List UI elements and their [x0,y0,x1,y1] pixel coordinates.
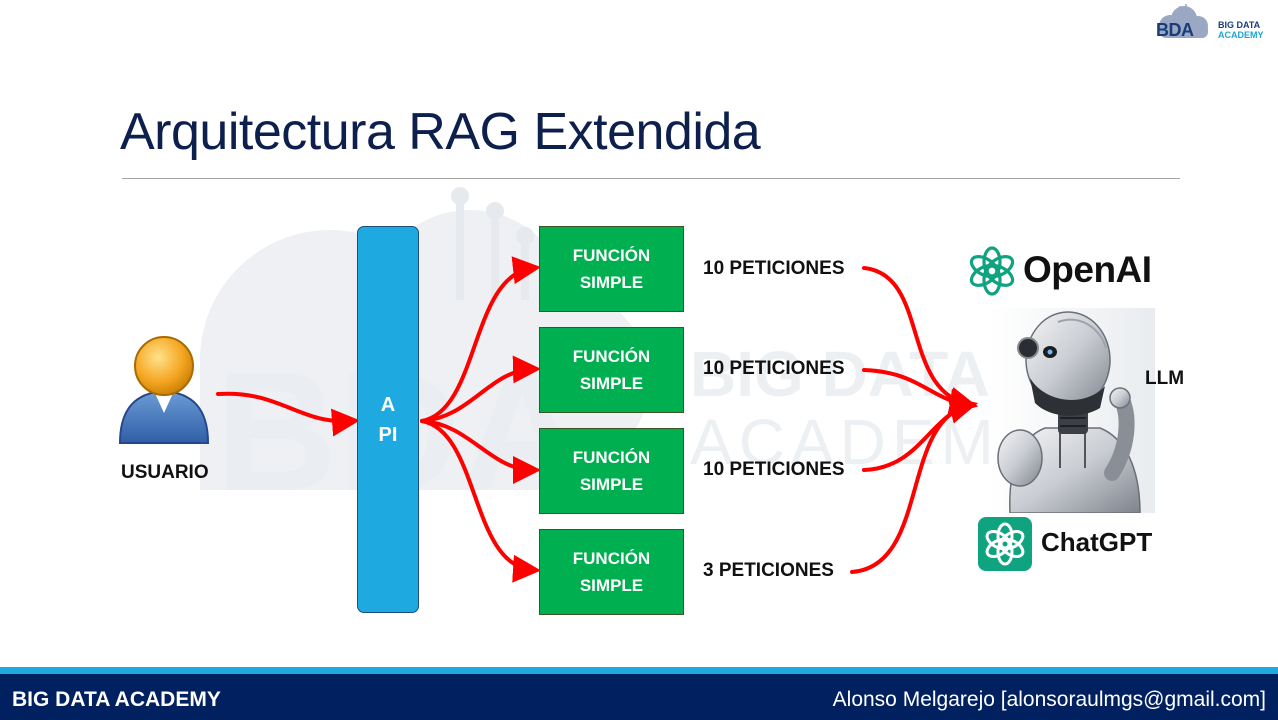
title-divider [122,178,1180,179]
arrow-requests-1-to-llm [862,266,978,415]
cloud-icon [1159,4,1208,38]
function-3-line1: FUNCIÓN [572,448,651,467]
arrow-requests-4-to-llm [850,395,978,574]
arrow-requests-3-to-llm [862,396,978,472]
page-title: Arquitectura RAG Extendida [120,103,761,161]
footer-brand: BIG DATA ACADEMY [12,688,221,711]
function-box-3: FUNCIÓN SIMPLE [539,428,684,514]
function-4-line1: FUNCIÓN [572,549,651,568]
requests-label-4: 3 PETICIONES [703,560,834,581]
function-4-line2: SIMPLE [579,576,644,595]
api-block: API [357,226,419,613]
logo-short: BDA [1156,20,1194,40]
user-icon [118,336,210,444]
openai-label: OpenAI [1023,249,1152,290]
arrow-api-to-function-2 [420,355,541,423]
requests-label-1: 10 PETICIONES [703,258,845,279]
function-1-line1: FUNCIÓN [572,246,651,265]
function-3-line2: SIMPLE [579,475,644,494]
api-label: API [378,393,398,446]
user-label: USUARIO [121,462,209,483]
brand-logo: BDA BIG DATA ACADEMY [1150,4,1274,44]
robot-llm-icon [990,308,1155,513]
openai-icon [969,246,1015,296]
function-box-1: FUNCIÓN SIMPLE [539,226,684,312]
requests-label-3: 10 PETICIONES [703,459,845,480]
arrow-requests-2-to-llm [862,368,978,417]
chatgpt-icon [978,517,1032,571]
function-2-line1: FUNCIÓN [572,347,651,366]
logo-line1: BIG DATA [1218,20,1261,30]
footer-bar: BIG DATA ACADEMY Alonso Melgarejo [alons… [0,674,1278,720]
llm-label: LLM [1145,368,1185,389]
requests-label-2: 10 PETICIONES [703,358,845,379]
function-box-2: FUNCIÓN SIMPLE [539,327,684,413]
watermark-line2: ACADEMY [690,406,1049,478]
arrow-api-to-function-4 [420,419,541,583]
arrow-api-to-function-3 [420,419,541,484]
logo-line2: ACADEMY [1218,30,1264,40]
chatgpt-label: ChatGPT [1041,527,1153,557]
footer-author: Alonso Melgarejo [alonsoraulmgs@gmail.co… [832,688,1266,711]
function-1-line2: SIMPLE [579,273,644,292]
function-box-4: FUNCIÓN SIMPLE [539,529,684,615]
arrow-user-to-api [216,391,360,437]
arrow-api-to-function-1 [420,256,541,423]
footer-accent-stripe [0,667,1278,674]
function-2-line2: SIMPLE [579,374,644,393]
